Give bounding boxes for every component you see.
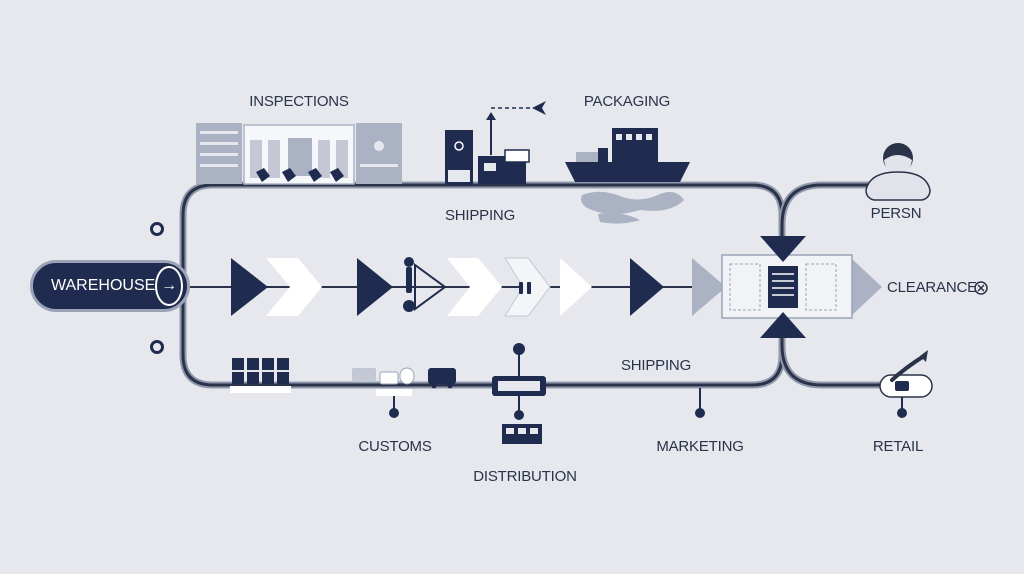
chevron-light-2	[447, 258, 502, 316]
branch-retail	[778, 344, 880, 389]
label-inspections: INSPECTIONS	[249, 93, 349, 110]
clearance-hub-icon	[721, 236, 853, 338]
pin-retail	[897, 397, 907, 418]
side-dot-top	[150, 222, 164, 236]
label-distribution: DISTRIBUTION	[473, 468, 577, 485]
inspections-building-icon	[196, 123, 402, 185]
label-shipping-bottom: SHIPPING	[620, 357, 692, 374]
chevron-light-4	[560, 258, 592, 316]
small-figures-icon	[519, 282, 531, 294]
retail-pen-icon	[879, 350, 933, 398]
chevron-dark-1	[231, 258, 268, 316]
chevron-dark-2	[357, 258, 393, 316]
label-clearance: CLEARANCE	[887, 279, 977, 296]
label-persn: PERSN	[870, 205, 922, 222]
ship-icon	[565, 128, 690, 224]
label-retail: RETAIL	[872, 438, 924, 455]
crates-icon	[230, 358, 291, 393]
person-figure-icon	[403, 257, 415, 312]
warehouse-node[interactable]: WAREHOUSE →	[30, 260, 190, 312]
distribution-node-icon	[492, 343, 546, 444]
circle-x-icon	[974, 281, 988, 295]
pin-customs	[389, 396, 399, 418]
label-packaging: PACKAGING	[583, 93, 671, 110]
chevron-light-1	[266, 258, 322, 316]
plane-icon	[532, 101, 546, 115]
vehicles-icon	[352, 367, 456, 396]
branch-persn	[778, 181, 870, 226]
chevron-gray-2	[851, 258, 882, 316]
flow-chevrons	[231, 257, 882, 317]
chevron-gray-1	[692, 258, 726, 316]
warehouse-label: WAREHOUSE	[51, 277, 156, 294]
label-shipping-top: SHIPPING	[444, 207, 516, 224]
arrow-right-icon[interactable]: →	[155, 266, 183, 306]
label-customs: CUSTOMS	[358, 438, 432, 455]
chevron-dark-3	[630, 258, 664, 316]
pin-marketing	[695, 388, 705, 418]
label-marketing: MARKETING	[656, 438, 744, 455]
person-avatar-icon	[865, 143, 931, 201]
tower-truck-icon	[445, 107, 532, 185]
side-dot-bottom	[150, 340, 164, 354]
chevron-outline-1	[414, 263, 447, 311]
